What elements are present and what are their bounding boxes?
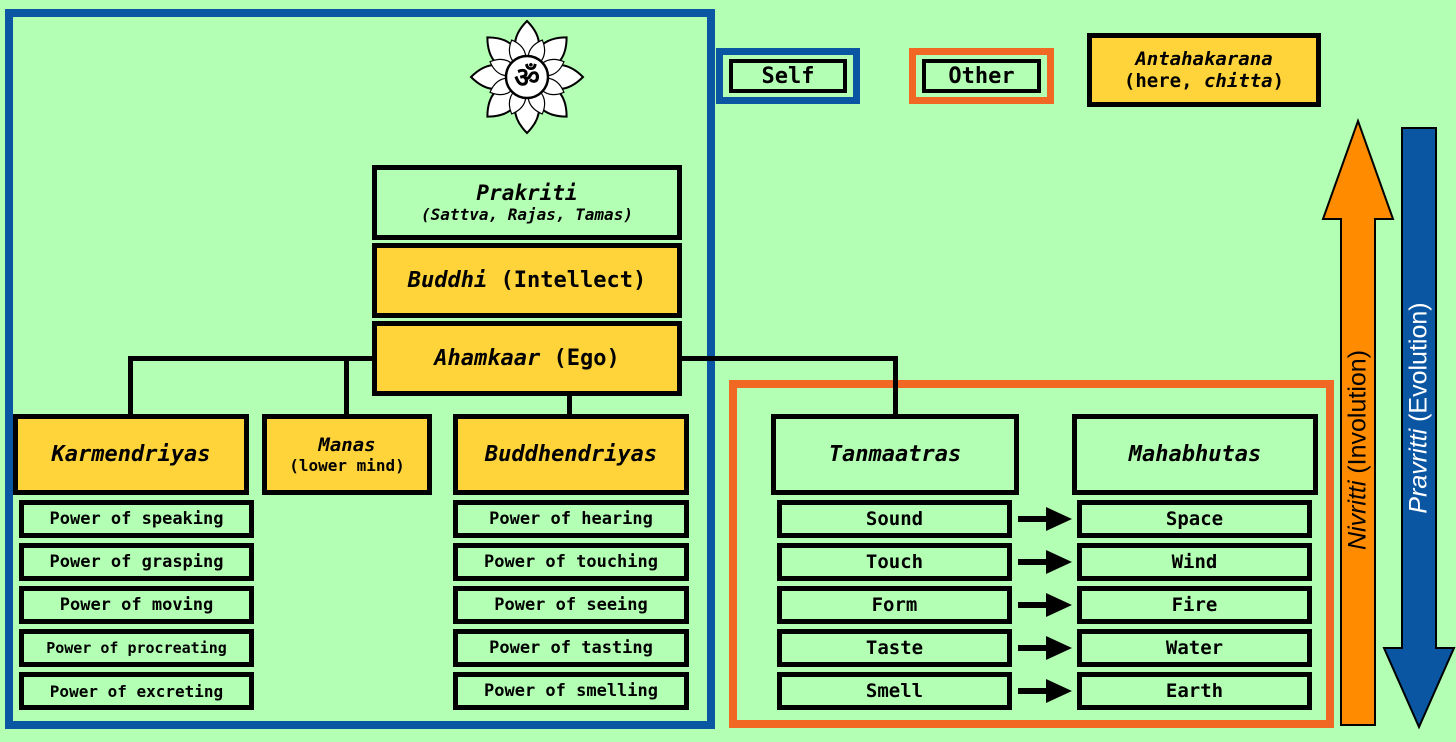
list-item: Power of moving: [19, 586, 254, 624]
manas-title: Manas: [318, 434, 376, 456]
list-item: Taste: [777, 629, 1012, 667]
list-item: Form: [777, 586, 1012, 624]
legend-self: Self: [716, 48, 860, 104]
om-lotus-icon: ॐ: [467, 18, 587, 136]
legend-antahakarana: Antahakarana (here, chitta): [1087, 33, 1321, 107]
legend-self-label: Self: [761, 63, 815, 89]
connector-line: [128, 356, 133, 416]
connector-line: [893, 356, 898, 416]
list-item: Power of smelling: [453, 672, 689, 710]
list-item: Fire: [1077, 586, 1312, 624]
connector-line: [128, 356, 378, 361]
connector-line: [344, 356, 349, 416]
prakriti-subtitle: (Sattva, Rajas, Tamas): [421, 205, 633, 224]
prakriti-title: Prakriti: [476, 181, 578, 205]
buddhendriyas-box: Buddhendriyas: [453, 414, 689, 495]
buddhendriyas-title: Buddhendriyas: [484, 442, 658, 467]
ahamkaar-label: Ahamkaar (Ego): [434, 346, 620, 371]
list-item: Power of seeing: [453, 586, 689, 624]
tanmaatras-box: Tanmaatras: [771, 414, 1019, 495]
right-arrow-icon: [1018, 593, 1072, 617]
legend-other: Other: [909, 48, 1054, 104]
list-item: Earth: [1077, 672, 1312, 710]
manas-box: Manas (lower mind): [262, 414, 432, 495]
right-arrow-icon: [1018, 636, 1072, 660]
list-item: Water: [1077, 629, 1312, 667]
connector-line: [567, 392, 572, 416]
list-item: Power of touching: [453, 543, 689, 581]
legend-antahakarana-title: Antahakarana: [1135, 48, 1273, 70]
buddhi-label: Buddhi (Intellect): [407, 268, 647, 293]
legend-antahakarana-note: (here, chitta): [1123, 70, 1285, 92]
list-item: Power of hearing: [453, 500, 689, 538]
right-arrow-icon: [1018, 679, 1072, 703]
svg-text:ॐ: ॐ: [514, 61, 540, 94]
list-item: Smell: [777, 672, 1012, 710]
list-item: Power of procreating: [19, 629, 254, 667]
legend-other-label: Other: [948, 63, 1015, 89]
other-frame: [729, 380, 1334, 728]
tanmaatras-title: Tanmaatras: [828, 442, 962, 467]
karmendriyas-title: Karmendriyas: [51, 442, 211, 467]
buddhi-box: Buddhi (Intellect): [372, 243, 682, 318]
connector-line: [678, 356, 898, 361]
ahamkaar-box: Ahamkaar (Ego): [372, 321, 682, 396]
list-item: Power of excreting: [19, 672, 254, 710]
pravritti-arrow: [1382, 127, 1456, 730]
list-item: Wind: [1077, 543, 1312, 581]
right-arrow-icon: [1018, 550, 1072, 574]
self-frame: [5, 9, 715, 729]
list-item: Space: [1077, 500, 1312, 538]
list-item: Sound: [777, 500, 1012, 538]
karmendriyas-box: Karmendriyas: [13, 414, 249, 495]
list-item: Power of grasping: [19, 543, 254, 581]
mahabhutas-title: Mahabhutas: [1128, 442, 1262, 467]
right-arrow-icon: [1018, 507, 1072, 531]
nivritti-arrow: [1321, 118, 1395, 726]
mahabhutas-box: Mahabhutas: [1072, 414, 1318, 495]
prakriti-box: Prakriti (Sattva, Rajas, Tamas): [372, 165, 682, 240]
list-item: Power of speaking: [19, 500, 254, 538]
manas-subtitle: (lower mind): [289, 456, 405, 475]
list-item: Power of tasting: [453, 629, 689, 667]
list-item: Touch: [777, 543, 1012, 581]
